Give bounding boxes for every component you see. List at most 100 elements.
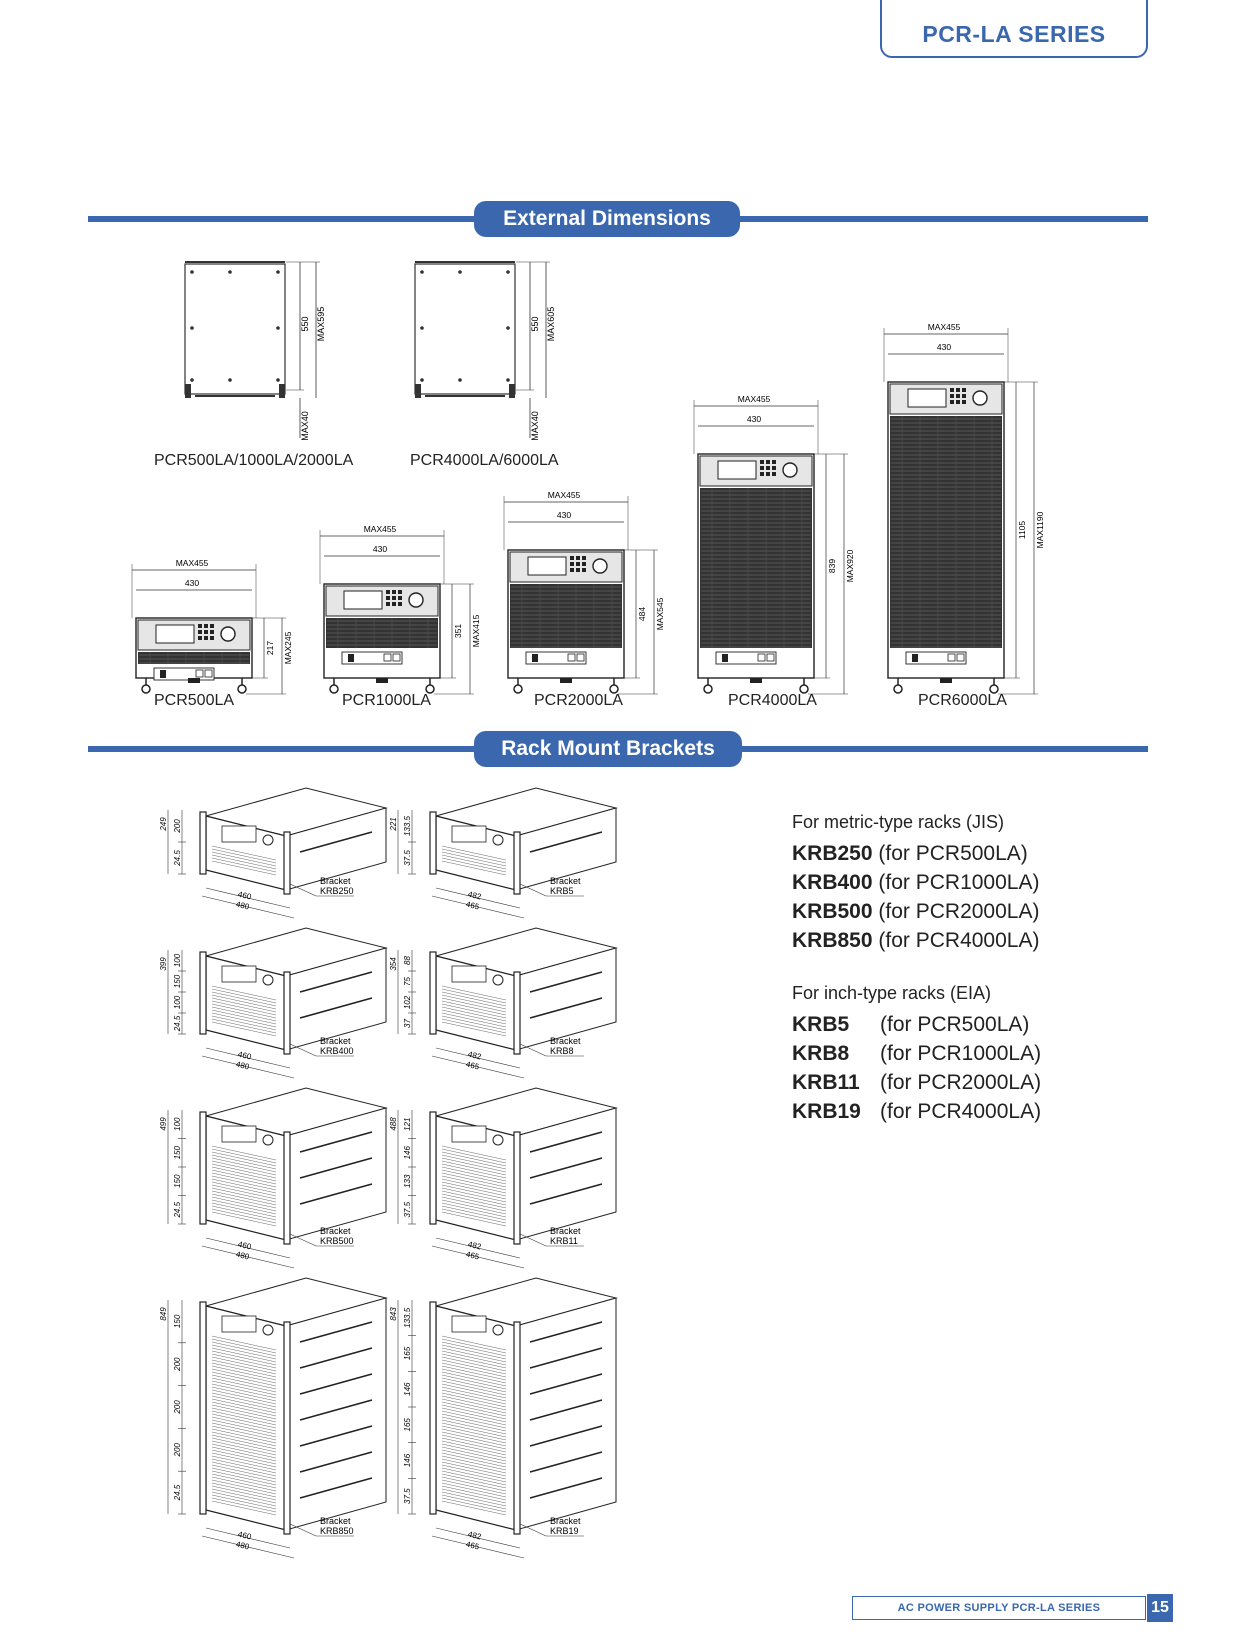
metric-model: KRB500 — [792, 900, 873, 923]
front-max-width: MAX455 — [364, 524, 397, 534]
front-max-height: MAX920 — [845, 549, 855, 582]
top-dim-1-c: MAX40 — [300, 411, 310, 441]
front-max-height: MAX245 — [283, 631, 293, 664]
bracket-segment-dim: 24.5 — [173, 850, 182, 867]
section-title-rack: Rack Mount Brackets — [474, 731, 742, 767]
inch-row: KRB8(for PCR1000LA) — [792, 1039, 1132, 1068]
front-width: 430 — [185, 578, 199, 588]
series-tab: PCR-LA SERIES — [880, 0, 1148, 58]
bracket-segment-dim: 150 — [173, 974, 182, 988]
front-max-width: MAX455 — [548, 490, 581, 500]
front-height: 351 — [453, 624, 463, 638]
bracket-segment-dim: 121 — [403, 1118, 412, 1131]
front-width: 430 — [937, 342, 951, 352]
front-view-drawing: MAX455 430 217 MAX245 — [131, 558, 293, 695]
metric-row: KRB500 (for PCR2000LA) — [792, 897, 1132, 926]
metric-group: For metric-type racks (JIS) KRB250 (for … — [792, 812, 1132, 955]
bracket-total-height: 399 — [160, 957, 168, 971]
bracket-segment-dim: 24.5 — [173, 1015, 182, 1032]
bracket-segment-dim: 165 — [403, 1418, 412, 1432]
bracket-callout-model: KRB8 — [550, 1046, 574, 1056]
metric-for: (for PCR4000LA) — [878, 929, 1040, 952]
front-height: 217 — [265, 641, 275, 655]
top-view-drawing-1: 550 MAX595 MAX40 — [184, 261, 326, 441]
bracket-width-inner: 460 — [237, 1530, 253, 1542]
top-view-caption-1: PCR500LA/1000LA/2000LA — [154, 452, 354, 469]
bracket-segment-dim: 165 — [403, 1346, 412, 1360]
inch-for: (for PCR2000LA) — [880, 1071, 1042, 1094]
bracket-segment-dim: 146 — [403, 1382, 412, 1396]
bracket-segment-dim: 37.5 — [403, 1201, 412, 1217]
series-title: PCR-LA SERIES — [922, 21, 1106, 47]
bracket-callout-model: KRB19 — [550, 1526, 579, 1536]
bracket-width-inner: 482 — [467, 1050, 483, 1062]
bracket-callout-label: Bracket — [320, 1036, 351, 1046]
bracket-segment-dim: 133.5 — [403, 815, 412, 836]
section-title-external: External Dimensions — [474, 201, 740, 237]
inch-for: (for PCR500LA) — [880, 1013, 1030, 1036]
bracket-segment-dim: 37.5 — [403, 1488, 412, 1504]
bracket-width-inner: 460 — [237, 1050, 253, 1062]
bracket-segment-dim: 100 — [173, 953, 182, 967]
bracket-width-outer: 465 — [465, 1250, 481, 1262]
top-dim-2-a: 550 — [530, 316, 540, 331]
top-dim-1-b: MAX595 — [316, 307, 326, 342]
footer-title: AC POWER SUPPLY PCR-LA SERIES — [852, 1596, 1146, 1620]
metric-model: KRB400 — [792, 871, 873, 894]
front-max-width: MAX455 — [176, 558, 209, 568]
front-max-width: MAX455 — [738, 394, 771, 404]
metric-title: For metric-type racks (JIS) — [792, 812, 1005, 832]
front-max-width: MAX455 — [928, 322, 961, 332]
inch-model: KRB11 — [792, 1071, 860, 1094]
bracket-width-outer: 465 — [465, 1060, 481, 1072]
front-view-caption: PCR2000LA — [534, 692, 623, 709]
bracket-segment-dim: 37.5 — [403, 850, 412, 866]
bracket-callout-label: Bracket — [550, 1516, 581, 1526]
bracket-segment-dim: 150 — [173, 1314, 182, 1328]
bracket-segment-dim: 133 — [403, 1174, 412, 1188]
bracket-width-inner: 482 — [467, 1240, 483, 1252]
front-height: 1105 — [1017, 521, 1027, 540]
bracket-callout-label: Bracket — [550, 1036, 581, 1046]
inch-group: For inch-type racks (EIA) KRB5(for PCR50… — [792, 983, 1132, 1126]
bracket-total-height: 488 — [390, 1117, 398, 1131]
inch-row: KRB19(for PCR4000LA) — [792, 1097, 1132, 1126]
metric-for: (for PCR2000LA) — [878, 900, 1040, 923]
front-width: 430 — [373, 544, 387, 554]
front-view-caption: PCR1000LA — [342, 692, 431, 709]
bracket-callout-label: Bracket — [550, 1226, 581, 1236]
bracket-callout-model: KRB5 — [550, 886, 574, 896]
front-view-caption: PCR4000LA — [728, 692, 817, 709]
metric-row: KRB400 (for PCR1000LA) — [792, 868, 1132, 897]
top-dim-1-a: 550 — [300, 316, 310, 331]
bracket-width-inner: 482 — [467, 1530, 483, 1542]
bracket-segment-dim: 100 — [173, 995, 182, 1009]
metric-row: KRB250 (for PCR500LA) — [792, 839, 1132, 868]
front-max-height: MAX545 — [655, 597, 665, 630]
bracket-total-height: 849 — [160, 1307, 168, 1321]
front-view-caption: PCR500LA — [154, 692, 235, 709]
bracket-width-inner: 482 — [467, 890, 483, 902]
bracket-width-outer: 480 — [235, 900, 251, 912]
bracket-total-height: 843 — [390, 1307, 398, 1321]
bracket-segment-dim: 150 — [173, 1174, 182, 1188]
page-number: 15 — [1147, 1594, 1173, 1622]
bracket-callout-model: KRB400 — [320, 1046, 354, 1056]
top-view-drawing-2: 550 MAX605 MAX40 — [414, 261, 556, 441]
bracket-width-outer: 480 — [235, 1060, 251, 1072]
inch-model: KRB19 — [792, 1100, 861, 1123]
bracket-width-inner: 460 — [237, 1240, 253, 1252]
bracket-segment-dim: 24.5 — [173, 1201, 182, 1218]
bracket-callout-model: KRB500 — [320, 1236, 354, 1246]
bracket-width-outer: 480 — [235, 1540, 251, 1552]
bracket-callout-label: Bracket — [320, 876, 351, 886]
bracket-callout-model: KRB11 — [550, 1236, 578, 1246]
bracket-segment-dim: 75 — [403, 977, 412, 986]
